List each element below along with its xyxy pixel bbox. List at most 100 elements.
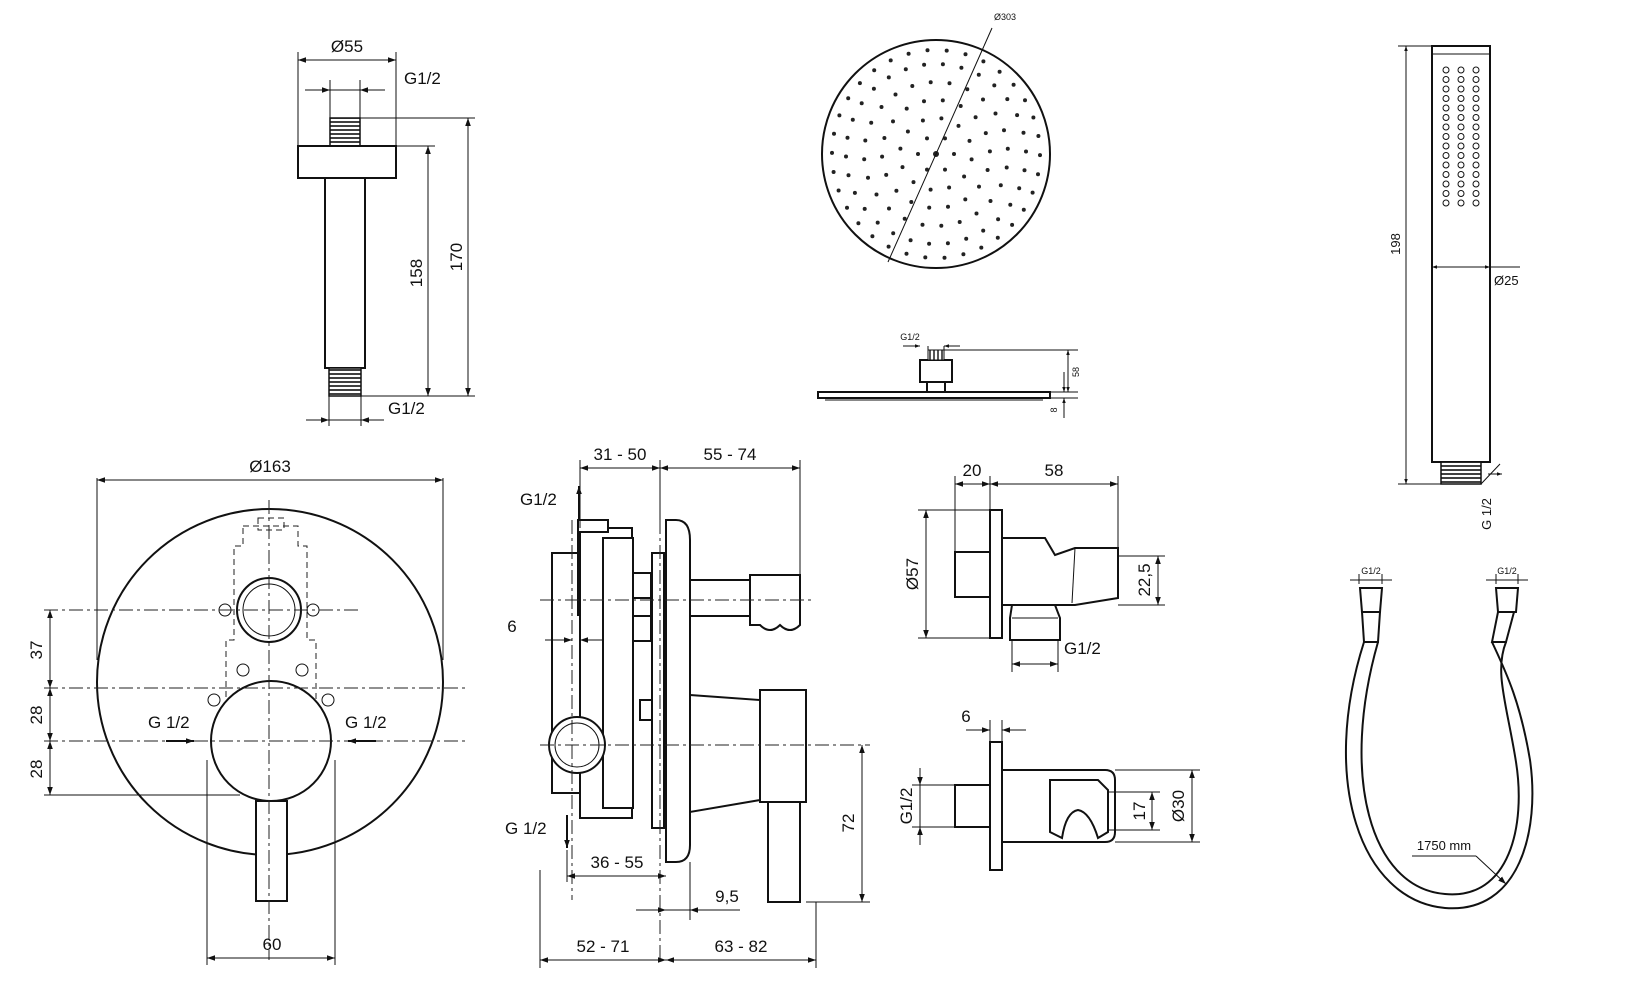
shower-head-plate-label: 8 <box>1049 407 1059 412</box>
hand-nozzle <box>1457 180 1465 188</box>
hand-shower-thread <box>1440 461 1482 485</box>
nozzle-dot <box>886 244 891 249</box>
wall-outlet-thread-label: G1/2 <box>1064 639 1101 658</box>
ceiling-arm-thread-bottom-label: G1/2 <box>388 399 425 418</box>
nozzle-dot <box>962 174 967 179</box>
hand-nozzle <box>1457 199 1465 207</box>
nozzle-dot <box>845 135 850 140</box>
nozzle-dot <box>850 117 855 122</box>
hand-nozzle <box>1442 85 1450 93</box>
ceiling-arm-flange <box>297 145 397 179</box>
nozzle-dot <box>1008 202 1013 207</box>
nozzle-dot <box>957 220 962 224</box>
ceiling-arm-thread-bottom <box>328 367 362 397</box>
ceiling-arm-tube <box>324 177 366 369</box>
hand-nozzle <box>1457 190 1465 197</box>
wall-outlet-holder-body <box>1001 537 1119 606</box>
nozzle-dot <box>997 69 1002 74</box>
hand-nozzle <box>1472 66 1480 74</box>
nozzle-dot <box>904 106 909 111</box>
hand-nozzle <box>1457 171 1465 178</box>
ceiling-arm-view: Ø55 G1/2 158 170 G1/2 <box>297 37 475 426</box>
nozzle-dot <box>947 81 952 86</box>
mixer-side-out-bottom-label: G 1/2 <box>505 819 547 838</box>
mixer-side-36-55-label: 36 - 55 <box>591 853 644 872</box>
nozzle-dot <box>1022 168 1027 173</box>
hand-nozzle <box>1457 133 1465 140</box>
nozzle-dot <box>939 223 944 228</box>
nozzle-dot <box>1005 97 1010 102</box>
nozzle-dot <box>1036 134 1041 138</box>
nozzle-dot <box>922 99 926 104</box>
nozzle-dot <box>887 206 891 211</box>
nozzle-dot <box>979 245 984 250</box>
wall-holder-view: 6 G1/2 17 Ø30 <box>897 707 1200 871</box>
mixer-front-width-label: 60 <box>263 935 282 954</box>
nozzle-dot <box>898 146 903 151</box>
wall-outlet-20-label: 20 <box>963 461 982 480</box>
wall-holder-6-label: 6 <box>961 707 970 726</box>
nozzle-dot <box>974 211 979 216</box>
nozzle-dot <box>905 129 910 134</box>
mixer-front-inlet-left-label: G 1/2 <box>148 713 190 732</box>
nozzle-dot <box>940 62 945 67</box>
hand-nozzle <box>1442 76 1450 83</box>
nozzle-dot <box>893 92 898 97</box>
mixer-side-6-label: 6 <box>507 617 516 636</box>
nozzle-dot <box>836 188 841 193</box>
nozzle-dot <box>923 255 928 260</box>
nozzle-dot <box>977 184 981 189</box>
shower-head-inlet-label: G1/2 <box>900 332 920 342</box>
nozzle-dot <box>866 175 870 180</box>
mixer-front-view: Ø163 37 28 28 G 1/2 G 1/2 60 <box>27 457 465 965</box>
hand-nozzle <box>1442 95 1450 102</box>
nozzle-dot <box>920 118 925 123</box>
nozzle-dot <box>874 192 879 197</box>
nozzle-dot <box>925 167 929 172</box>
hand-nozzle <box>1472 190 1480 197</box>
hand-nozzle <box>1457 66 1465 74</box>
shower-hose-view: G1/2 G1/2 1750 mm <box>1345 566 1534 910</box>
ceiling-arm-dia-label: Ø55 <box>331 37 363 56</box>
nozzle-dot <box>1017 186 1022 191</box>
hand-nozzle <box>1457 161 1465 169</box>
hand-nozzle <box>1442 142 1450 150</box>
nozzle-dot <box>888 58 893 63</box>
hand-nozzle <box>1442 152 1450 159</box>
shower-head-view: Ø303 G1/2 58 8 <box>817 12 1081 418</box>
ceiling-arm-total-length-label: 170 <box>447 243 466 271</box>
nozzle-dot <box>920 222 925 227</box>
nozzle-dot <box>857 81 862 86</box>
hand-nozzle <box>1457 142 1465 150</box>
shower-head-nozzles <box>830 48 1042 260</box>
nozzle-dot <box>902 216 907 221</box>
mixer-side-63-82-label: 63 - 82 <box>715 937 768 956</box>
nozzle-dot <box>1011 82 1016 87</box>
nozzle-dot <box>944 48 949 53</box>
hose-outline-outer <box>1345 641 1534 910</box>
hand-nozzle <box>1442 66 1450 74</box>
nozzle-dot <box>891 231 896 236</box>
nozzle-dot <box>906 51 911 56</box>
hand-nozzle <box>1472 199 1480 207</box>
mixer-side-31-50-label: 31 - 50 <box>594 445 647 464</box>
nozzle-dot <box>1038 153 1042 158</box>
hose-end-right-label: G1/2 <box>1497 566 1517 576</box>
nozzle-dot <box>886 75 891 80</box>
shower-head-height-label: 58 <box>1071 367 1081 377</box>
mixer-front-dia-label: Ø163 <box>249 457 291 476</box>
mixer-front-lever <box>255 800 288 902</box>
hand-shower-view: 198 Ø25 G 1/2 <box>1388 45 1520 530</box>
nozzle-dot <box>1005 146 1010 151</box>
hose-end-right <box>1490 611 1516 643</box>
nozzle-dot <box>983 131 988 136</box>
nozzle-dot <box>1021 207 1026 212</box>
nozzle-dot <box>900 165 905 170</box>
hand-nozzle <box>1442 133 1450 140</box>
nozzle-dot <box>1002 128 1006 133</box>
nozzle-dot <box>846 173 851 178</box>
hand-shower-dia-label: Ø25 <box>1494 273 1519 288</box>
nozzle-dot <box>943 136 947 141</box>
hand-nozzle <box>1472 76 1480 83</box>
wall-outlet-dia57-label: Ø57 <box>903 558 922 590</box>
